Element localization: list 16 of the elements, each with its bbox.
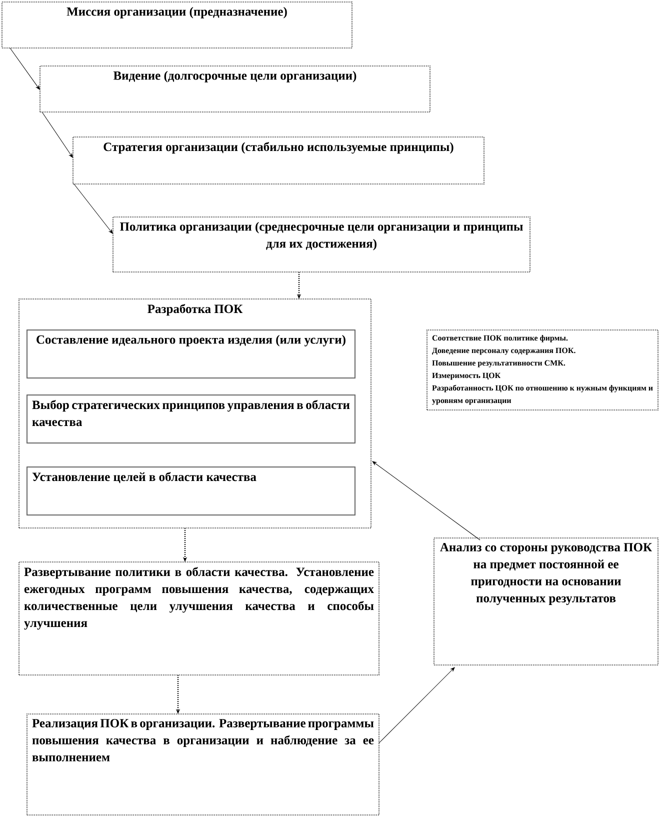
process-box: Стратегия организации (стабильно используемые принципы) [72,136,484,184]
arrow [378,667,455,744]
step-box: Составление идеального проекта изделия (или услуги) [26,330,356,378]
process-box: Миссия организации (предназначение) [2,2,352,48]
process-box: Реализация ПОК в организации. Развертывание программы повышения качества в организации и наблюдение за ее выполнением [26,714,380,816]
process-box: Политика организации (среднесрочные цели организации и принципы для их достижения) [112,216,530,272]
step-box: Выбор стратегических принципов управления в области качества [26,394,356,444]
process-box: Развертывание политики в области качества. Установление ежегодных программ повышения качества, содержащих количественные цели улучшения качества и способы улучшения [18,562,380,676]
arrow [74,184,113,234]
arrow [372,461,480,540]
process-box: Анализ со стороны руководства ПОК на предмет постоянной ее пригодности на основании полученных результатов [434,538,658,666]
note-box: Соответствие ПОК политике фирмы. Доведение персоналу содержания ПОК. Повышение результативности СМК. Измеримость ЦОК Разработанность ЦОК по отношению к нужным функциям и уровням организации [426,330,658,410]
arrow [10,48,40,90]
process-box: Видение (долгосрочные цели организации) [40,66,430,112]
arrow [42,112,73,158]
step-box: Установление целей в области качества [26,466,356,516]
